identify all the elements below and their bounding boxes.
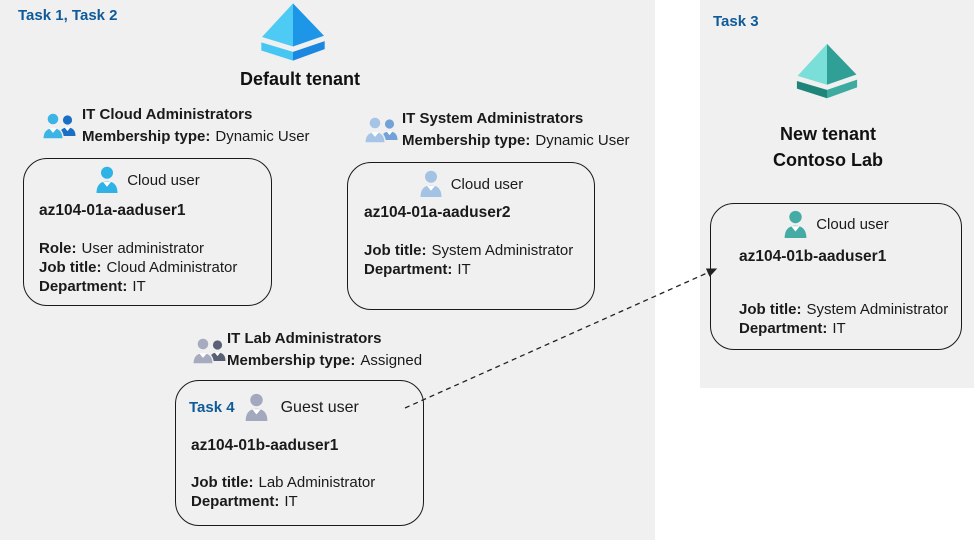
user-name: az104-01b-aaduser1 bbox=[191, 437, 339, 454]
tenant-title-line1: New tenant bbox=[779, 124, 876, 144]
field-job-title: Job title:Cloud Administrator bbox=[39, 259, 238, 276]
user-card-aaduser2: Cloud user az104-01a-aaduser2 Job title:… bbox=[347, 162, 595, 310]
guest-user-card: Task 4 Guest user az104-01b-aaduser1 Job… bbox=[175, 380, 424, 526]
user-card-new-tenant: Cloud user az104-01b-aaduser1 Job title:… bbox=[710, 203, 962, 350]
user-fields: Role:User administrator Job title:Cloud … bbox=[39, 239, 237, 296]
task-3-label: Task 3 bbox=[713, 13, 759, 30]
group-title: IT Lab Administrators bbox=[227, 330, 382, 347]
field-job-title: Job title:System Administrator bbox=[739, 301, 949, 318]
group-membership: Membership type:Dynamic User bbox=[82, 128, 310, 145]
field-role: Role:User administrator bbox=[39, 240, 205, 257]
user-type-label: Cloud user bbox=[816, 216, 889, 233]
membership-type-label: Membership type: bbox=[402, 132, 531, 149]
group-membership: Membership type:Dynamic User bbox=[402, 132, 630, 149]
user-fields: Job title:System Administrator Departmen… bbox=[364, 241, 573, 279]
user-type-label: Guest user bbox=[280, 398, 359, 416]
membership-type-label: Membership type: bbox=[82, 128, 211, 145]
default-tenant-title: Default tenant bbox=[239, 69, 360, 89]
field-department: Department:IT bbox=[191, 493, 298, 510]
membership-type-value: Dynamic User bbox=[535, 132, 630, 149]
azure-ad-tenant-icon bbox=[795, 42, 859, 102]
cloud-user-icon bbox=[784, 210, 807, 238]
task-1-2-label: Task 1, Task 2 bbox=[18, 7, 118, 24]
user-name: az104-01a-aaduser2 bbox=[364, 204, 511, 221]
guest-user-icon bbox=[245, 393, 267, 421]
tenant-title-line2: Contoso Lab bbox=[773, 150, 883, 170]
user-fields: Job title:Lab Administrator Department:I… bbox=[191, 473, 375, 511]
membership-type-label: Membership type: bbox=[227, 352, 356, 369]
field-department: Department:IT bbox=[364, 261, 471, 278]
user-name: az104-01b-aaduser1 bbox=[739, 248, 887, 265]
membership-type-value: Assigned bbox=[360, 352, 423, 369]
group-title: IT System Administrators bbox=[402, 110, 584, 127]
group-icon bbox=[192, 336, 226, 367]
task-4-label: Task 4 bbox=[189, 399, 235, 416]
field-department: Department:IT bbox=[39, 278, 146, 295]
group-title: IT Cloud Administrators bbox=[82, 106, 253, 123]
user-fields: Job title:System Administrator Departmen… bbox=[739, 300, 948, 338]
azure-ad-tenant-icon bbox=[259, 2, 327, 64]
user-type-label: Cloud user bbox=[127, 171, 200, 189]
group-icon bbox=[364, 115, 398, 146]
group-icon bbox=[42, 111, 76, 142]
group-membership: Membership type:Assigned bbox=[227, 352, 422, 369]
field-job-title: Job title:Lab Administrator bbox=[191, 474, 376, 491]
card-header: Cloud user bbox=[348, 170, 594, 198]
new-tenant-title: New tenant Contoso Lab bbox=[700, 121, 956, 173]
card-header: Task 4 Guest user bbox=[189, 393, 359, 422]
cloud-user-icon bbox=[96, 166, 118, 193]
card-header: Cloud user bbox=[24, 166, 271, 194]
field-job-title: Job title:System Administrator bbox=[364, 242, 574, 259]
field-department: Department:IT bbox=[739, 320, 846, 337]
user-card-aaduser1: Cloud user az104-01a-aaduser1 Role:User … bbox=[23, 158, 272, 306]
membership-type-value: Dynamic User bbox=[215, 128, 310, 145]
card-header: Cloud user bbox=[711, 210, 961, 239]
cloud-user-icon bbox=[420, 170, 442, 197]
user-name: az104-01a-aaduser1 bbox=[39, 202, 186, 219]
new-tenant-panel: Task 3 New tenant Contoso Lab bbox=[700, 0, 974, 388]
user-type-label: Cloud user bbox=[450, 175, 524, 193]
